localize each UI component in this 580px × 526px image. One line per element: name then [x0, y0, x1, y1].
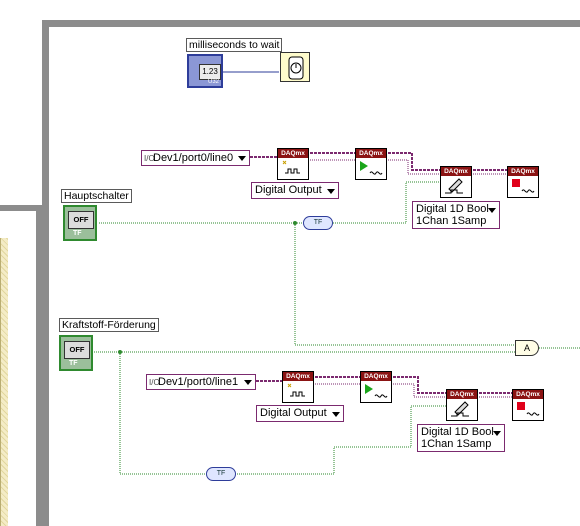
- play-icon: [365, 384, 388, 398]
- chevron-down-icon[interactable]: [244, 380, 252, 385]
- io-channel-icon: I/O: [144, 154, 155, 163]
- stop-icon: [517, 402, 540, 416]
- case-structure-left-edge: [0, 238, 8, 526]
- wire-hauptschalter: [99, 181, 515, 346]
- row2-daqmx-create-channel[interactable]: DAQmx: [282, 371, 314, 403]
- and-gate[interactable]: A: [515, 340, 539, 356]
- wait-ms-node[interactable]: [280, 52, 310, 82]
- while-loop-left-border: [42, 20, 49, 526]
- ms-to-wait-control[interactable]: 1.23 U32: [187, 54, 223, 88]
- hauptschalter-label: Hauptschalter: [61, 189, 132, 203]
- create-channel-icon: [287, 383, 305, 397]
- wire-row1-task: [250, 152, 507, 171]
- chevron-down-icon[interactable]: [493, 431, 501, 436]
- kraftstoff-label: Kraftstoff-Förderung: [59, 318, 159, 332]
- ms-to-wait-label: milliseconds to wait: [186, 38, 283, 52]
- pencil-icon: [445, 178, 463, 194]
- outer-structure-top-border: [0, 205, 42, 211]
- outer-structure-right-border: [36, 205, 42, 526]
- ms-to-wait-value: 1.23: [199, 64, 221, 80]
- wire-row2-error: [315, 383, 512, 398]
- row1-daqmx-create-channel[interactable]: DAQmx: [277, 148, 309, 180]
- create-channel-icon: [282, 160, 300, 174]
- chevron-down-icon[interactable]: [326, 189, 335, 194]
- while-loop-top-border: [42, 20, 580, 27]
- kraftstoff-control[interactable]: OFF TF: [59, 335, 93, 371]
- wire-row2-task: [256, 376, 512, 394]
- hauptschalter-state: OFF: [68, 211, 94, 229]
- wire-kraftstoff: [94, 351, 519, 475]
- row1-daqmx-start-task[interactable]: DAQmx: [355, 148, 387, 180]
- row1-bool-to-array-converter[interactable]: TF: [303, 216, 333, 230]
- row1-daqmx-stop-task[interactable]: DAQmx: [507, 166, 539, 198]
- stop-icon: [512, 179, 535, 193]
- row2-daqmx-write[interactable]: DAQmx: [446, 389, 478, 421]
- pencil-icon: [451, 401, 469, 417]
- io-channel-icon: I/O: [149, 378, 160, 387]
- row2-channel-constant[interactable]: I/ODev1/port0/line1: [146, 374, 256, 390]
- row1-write-mode-selector[interactable]: Digital 1D Bool 1Chan 1Samp: [412, 201, 500, 229]
- chevron-down-icon[interactable]: [331, 412, 340, 417]
- row1-daqmx-write[interactable]: DAQmx: [440, 166, 472, 198]
- hauptschalter-type: TF: [73, 230, 82, 237]
- kraftstoff-type: TF: [69, 360, 78, 367]
- stopwatch-icon: [288, 56, 304, 80]
- row2-daqmx-start-task[interactable]: DAQmx: [360, 371, 392, 403]
- wire-row1-error: [310, 159, 507, 175]
- ms-to-wait-type: U32: [207, 79, 219, 85]
- row1-channel-constant[interactable]: I/ODev1/port0/line0: [141, 150, 250, 166]
- row1-task-type-selector[interactable]: Digital Output: [251, 182, 339, 199]
- play-icon: [360, 161, 383, 175]
- chevron-down-icon[interactable]: [488, 208, 496, 213]
- chevron-down-icon[interactable]: [238, 156, 246, 161]
- row2-bool-to-array-converter[interactable]: TF: [206, 467, 236, 481]
- kraftstoff-state: OFF: [64, 341, 90, 359]
- row2-write-mode-selector[interactable]: Digital 1D Bool 1Chan 1Samp: [417, 424, 505, 452]
- hauptschalter-control[interactable]: OFF TF: [63, 205, 97, 241]
- row2-task-type-selector[interactable]: Digital Output: [256, 405, 344, 422]
- row2-daqmx-stop-task[interactable]: DAQmx: [512, 389, 544, 421]
